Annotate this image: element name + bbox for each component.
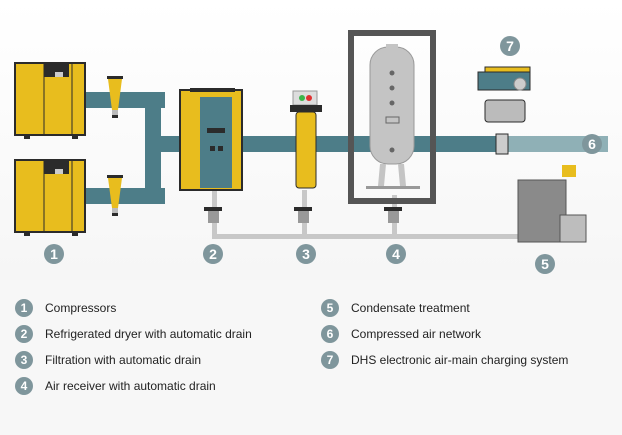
legend-item: 3 Filtration with automatic drain bbox=[15, 347, 252, 373]
compressor-top bbox=[14, 62, 86, 139]
badge-6: 6 bbox=[582, 134, 602, 154]
legend-item: 4 Air receiver with automatic drain bbox=[15, 373, 252, 399]
legend-right: 5 Condensate treatment 6 Compressed air ne… bbox=[321, 295, 568, 373]
condensate-lines bbox=[212, 190, 518, 239]
legend-label: Refrigerated dryer with automatic drain bbox=[45, 327, 252, 341]
legend-number: 5 bbox=[321, 299, 339, 317]
refrigerated-dryer bbox=[179, 88, 243, 191]
legend-item: 5 Condensate treatment bbox=[321, 295, 568, 321]
legend-label: Filtration with automatic drain bbox=[45, 353, 202, 367]
condensate-treatment-unit bbox=[517, 165, 587, 243]
pipe-manifold bbox=[145, 92, 161, 204]
badge-3: 3 bbox=[296, 244, 316, 264]
legend-number: 6 bbox=[321, 325, 339, 343]
legend-item: 2 Refrigerated dryer with automatic drain bbox=[15, 321, 252, 347]
dhs-charging-system bbox=[477, 66, 531, 155]
automatic-drains bbox=[204, 207, 402, 223]
legend-label: Compressors bbox=[45, 301, 117, 315]
legend-number: 3 bbox=[15, 351, 33, 369]
intake-filter-bottom bbox=[107, 175, 123, 216]
badge-7: 7 bbox=[500, 36, 520, 56]
compressor-bottom bbox=[14, 159, 86, 236]
legend-number: 2 bbox=[15, 325, 33, 343]
legend-item: 1 Compressors bbox=[15, 295, 252, 321]
badge-5: 5 bbox=[535, 254, 555, 274]
legend-number: 4 bbox=[15, 377, 33, 395]
legend-item: 6 Compressed air network bbox=[321, 321, 568, 347]
badge-1: 1 bbox=[44, 244, 64, 264]
intake-filter-top bbox=[107, 76, 123, 118]
legend-label: DHS electronic air-main charging system bbox=[351, 353, 569, 367]
compressed-air-system-diagram: 1 2 3 4 5 6 7 bbox=[0, 0, 622, 280]
air-receiver bbox=[348, 30, 436, 204]
pipe-to-dryer bbox=[161, 136, 181, 152]
filtration-unit bbox=[290, 90, 322, 189]
diagram-svg bbox=[14, 30, 608, 243]
legend-label: Condensate treatment bbox=[351, 301, 470, 315]
legend-item: 7 DHS electronic air-main charging system bbox=[321, 347, 568, 373]
legend-left: 1 Compressors 2 Refrigerated dryer with au… bbox=[15, 295, 252, 399]
legend-number: 7 bbox=[321, 351, 339, 369]
badge-4: 4 bbox=[386, 244, 406, 264]
main-pipe-network bbox=[500, 136, 608, 152]
legend-number: 1 bbox=[15, 299, 33, 317]
legend-label: Compressed air network bbox=[351, 327, 482, 341]
legend-label: Air receiver with automatic drain bbox=[45, 379, 216, 393]
badge-2: 2 bbox=[203, 244, 223, 264]
